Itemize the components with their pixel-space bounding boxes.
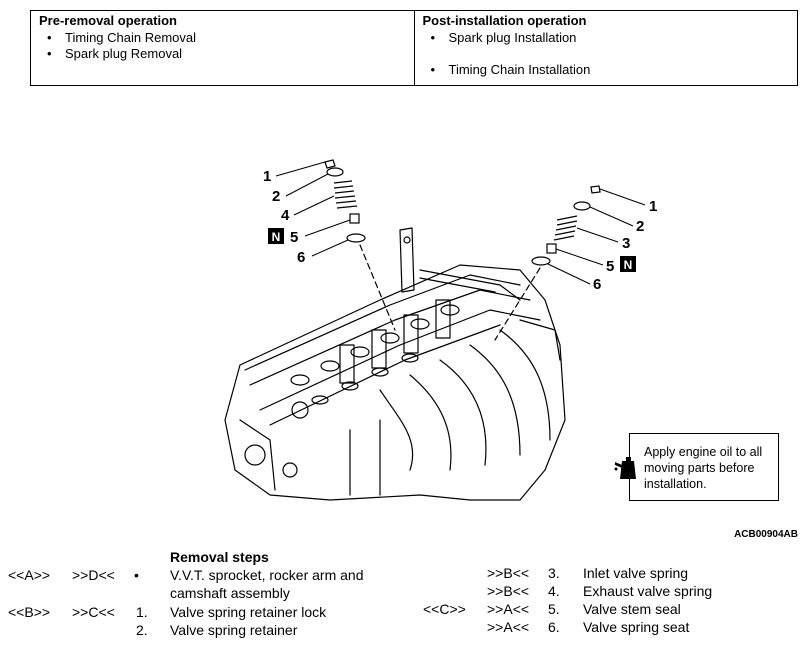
removal-steps: Removal steps <<A>> >>D<< • V.V.T. sproc…	[0, 548, 808, 647]
valve-stem-seal	[349, 213, 360, 224]
callout-right-5: 5	[606, 258, 614, 275]
pre-removal-item: Spark plug Removal	[39, 46, 406, 62]
callout-left-2: 2	[272, 188, 280, 205]
callout-left-6: 6	[297, 249, 305, 266]
step-text: Inlet valve spring	[583, 565, 689, 581]
n-badge-left: N	[268, 228, 284, 244]
pre-removal-heading: Pre-removal operation	[39, 13, 177, 28]
operations-table: Pre-removal operation Timing Chain Remov…	[30, 10, 798, 86]
step-post-mark: >>B<<	[487, 583, 530, 599]
oil-can-icon	[614, 457, 636, 479]
post-installation-column: Post-installation operation Spark plug I…	[413, 11, 798, 85]
valve-stem-seal	[546, 243, 557, 254]
step-text: Exhaust valve spring	[583, 583, 713, 599]
callout-right-6: 6	[593, 276, 601, 293]
retainer-lock	[590, 185, 601, 194]
n-badge-right: N	[620, 256, 636, 272]
step-post-mark: >>A<<	[487, 619, 530, 635]
pre-removal-item: Timing Chain Removal	[39, 30, 406, 46]
callout-right-2: 2	[636, 218, 644, 235]
post-installation-item: Spark plug Installation	[423, 30, 790, 46]
step-number: 6.	[548, 619, 560, 635]
step-text: Valve stem seal	[583, 601, 681, 617]
step-post-mark: >>C<<	[72, 604, 115, 620]
spring-retainer	[573, 201, 591, 211]
step-post-mark: >>D<<	[72, 567, 115, 583]
removal-steps-heading: Removal steps	[170, 549, 269, 565]
post-installation-heading: Post-installation operation	[422, 13, 587, 28]
callout-left-1: 1	[263, 168, 271, 185]
step-pre-mark: <<A>>	[8, 567, 51, 583]
step-number: 3.	[548, 565, 560, 581]
engine-valve-diagram: 1 2 4 5 6 1 2 3 5 6 N N	[224, 159, 657, 501]
step-pre-mark: <<B>>	[8, 604, 51, 620]
step-number: 5.	[548, 601, 560, 617]
step-text: V.V.T. sprocket, rocker arm and	[170, 567, 364, 583]
valve-spring-seat	[346, 233, 366, 243]
step-text-continued: camshaft assembly	[170, 585, 290, 601]
callout-left-4: 4	[281, 207, 290, 224]
retainer-lock	[324, 159, 336, 169]
pre-removal-column: Pre-removal operation Timing Chain Remov…	[31, 11, 414, 85]
lubrication-note: Apply engine oil to all moving parts bef…	[629, 433, 779, 501]
callout-left-5: 5	[290, 229, 298, 246]
n-badge-left-label: N	[272, 230, 281, 244]
step-number: 4.	[548, 583, 560, 599]
left-valve-components	[324, 159, 366, 243]
right-valve-components	[531, 185, 601, 266]
callout-right-1: 1	[649, 198, 657, 215]
n-badge-right-label: N	[624, 258, 633, 272]
step-text: Valve spring retainer lock	[170, 604, 327, 620]
figure-code: ACB00904AB	[734, 529, 798, 540]
valve-spring	[553, 215, 578, 241]
step-number: 1.	[136, 604, 148, 620]
step-pre-mark: <<C>>	[423, 601, 466, 617]
post-installation-item: Timing Chain Installation	[423, 62, 790, 78]
step-post-mark: >>B<<	[487, 565, 530, 581]
step-text: Valve spring seat	[583, 619, 690, 635]
step-number: •	[134, 567, 139, 583]
engine-block	[224, 264, 566, 501]
valve-spring-seat	[531, 256, 551, 266]
spring-retainer	[326, 167, 344, 177]
step-text: Valve spring retainer	[170, 622, 298, 638]
step-post-mark: >>A<<	[487, 601, 530, 617]
step-number: 2.	[136, 622, 148, 638]
callout-right-3: 3	[622, 235, 630, 252]
valve-spring	[333, 180, 358, 209]
